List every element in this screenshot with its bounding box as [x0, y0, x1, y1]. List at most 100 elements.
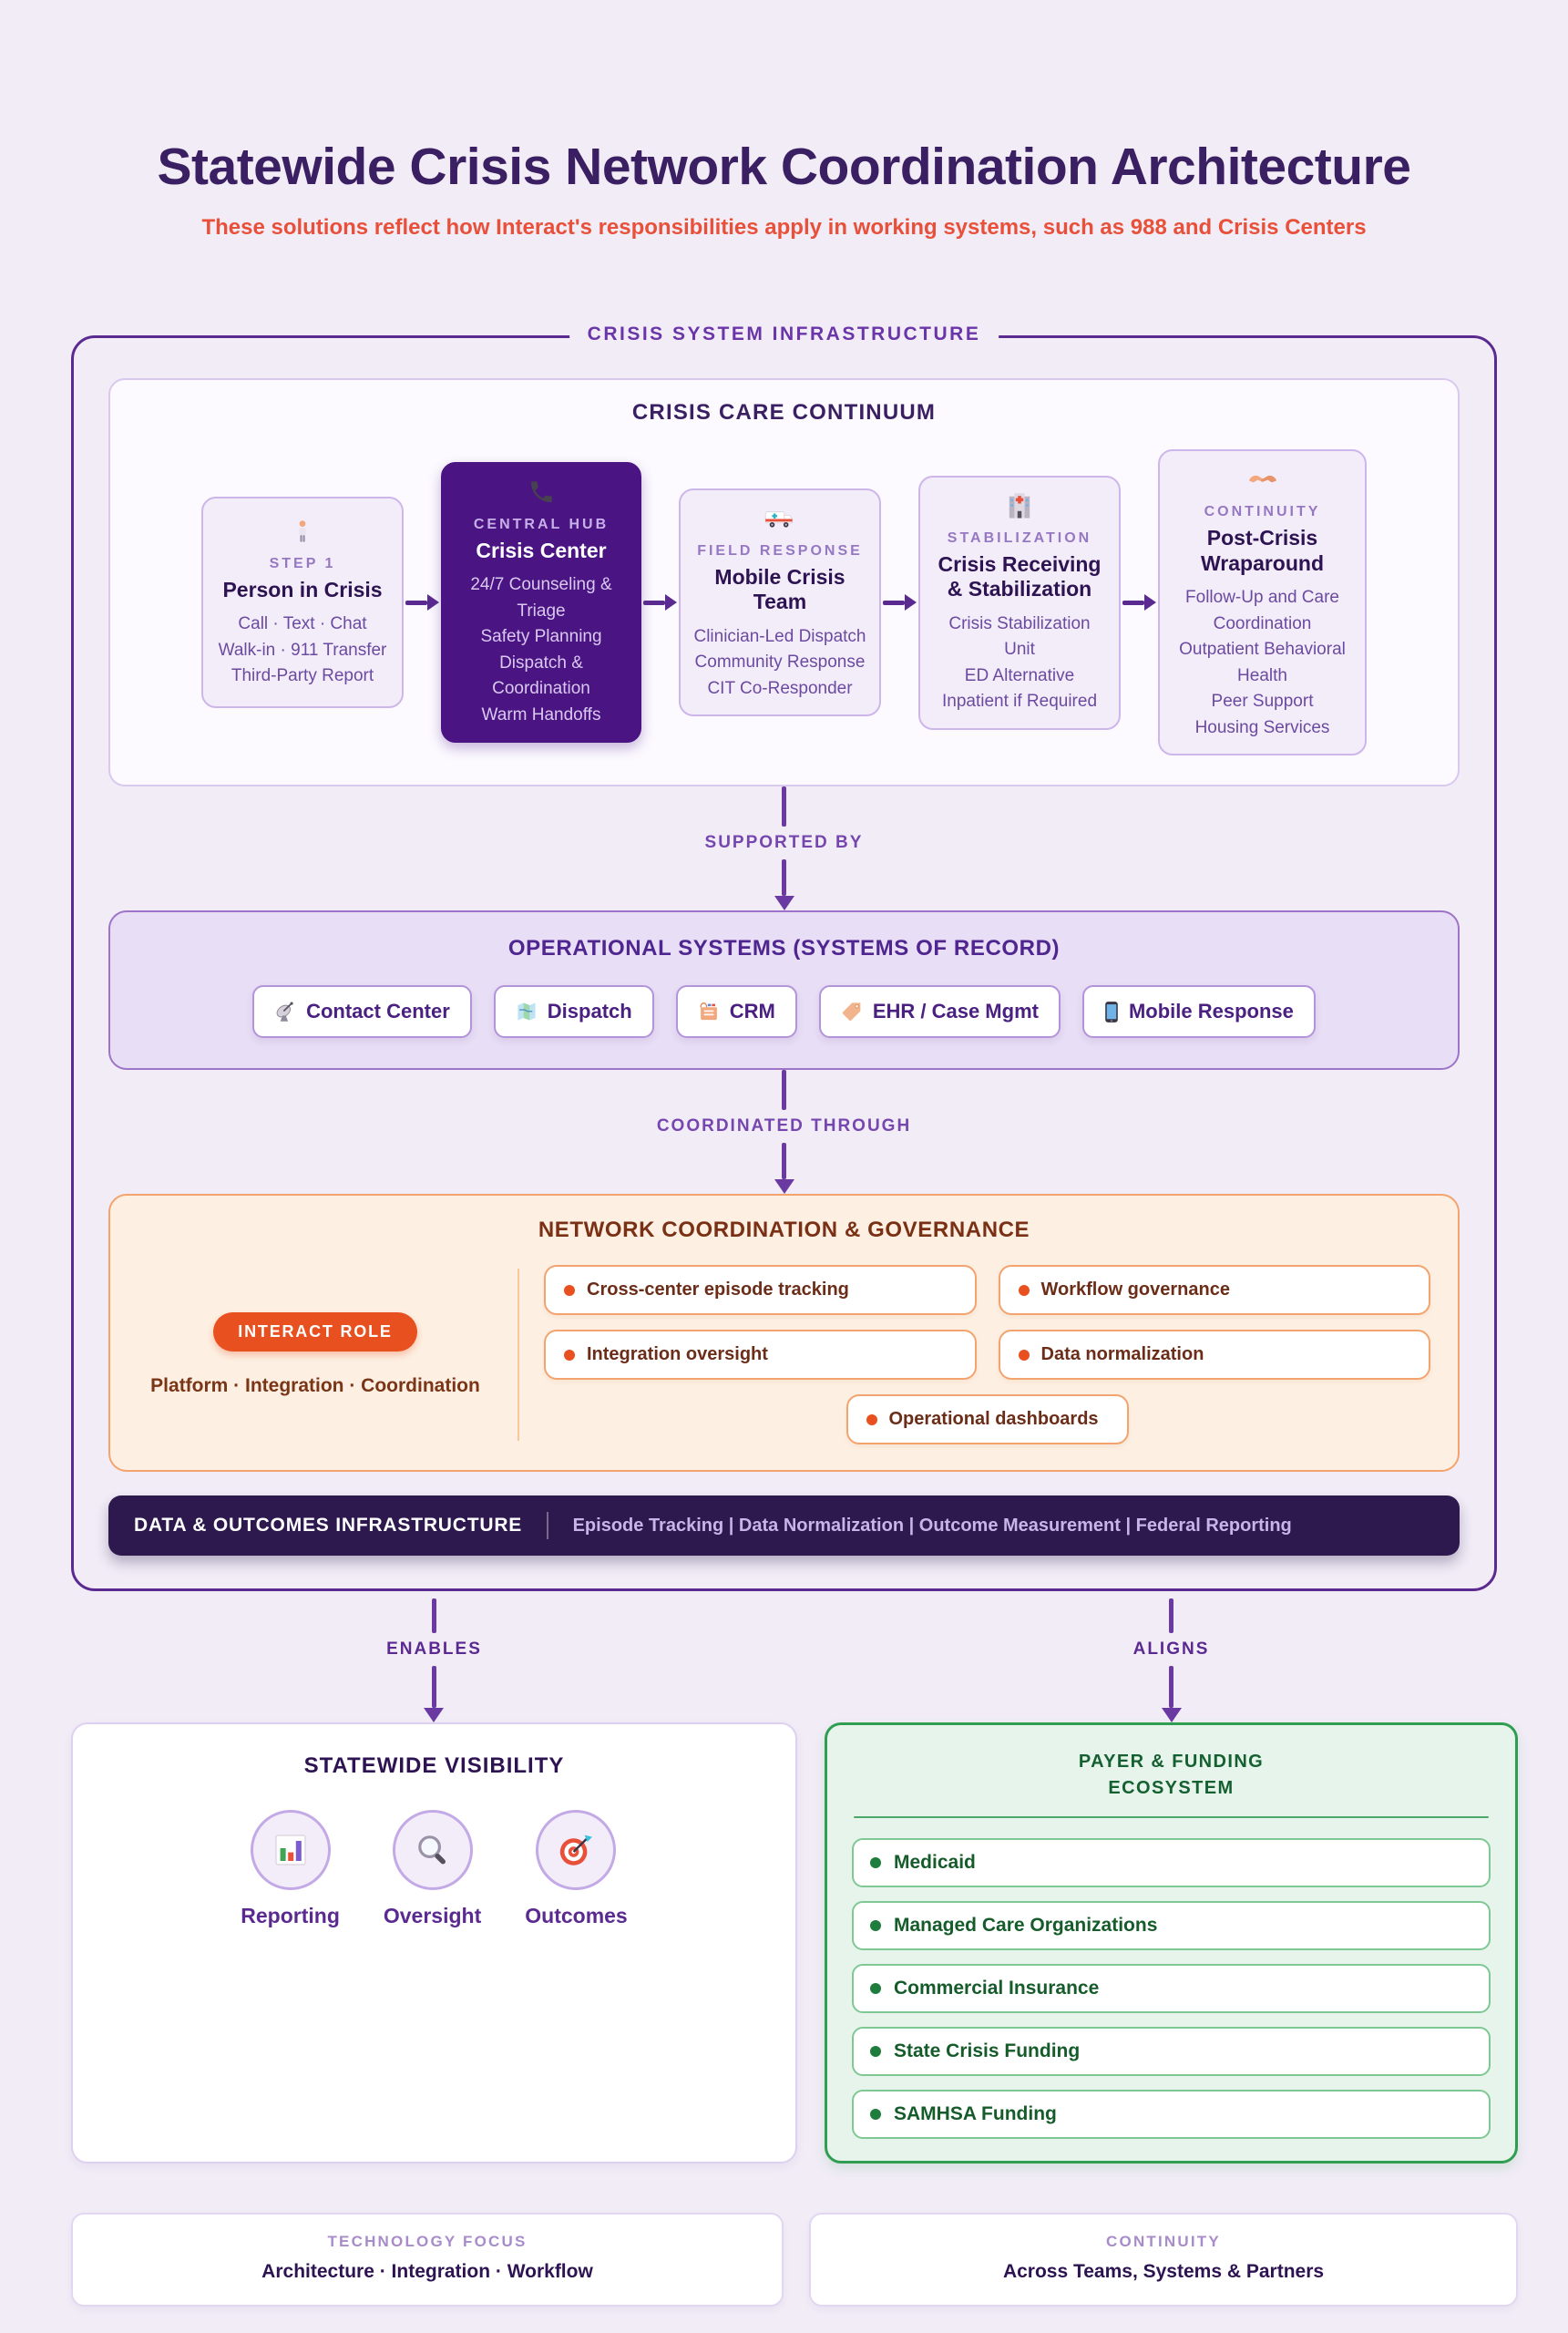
page-title: Statewide Crisis Network Coordination Ar… [157, 138, 1411, 196]
step-title: Crisis Center [476, 538, 607, 562]
step-detail: Community Response [694, 653, 866, 673]
step-detail: Peer Support [1211, 692, 1314, 712]
step-title: Crisis Receiving & Stabilization [938, 551, 1102, 601]
hospital-icon [1007, 490, 1032, 521]
arrow-down-icon [424, 1708, 445, 1723]
governance-function-label: Data normalization [1040, 1344, 1204, 1365]
coordinated-through-connector: COORDINATED THROUGH [74, 1070, 1494, 1195]
bullet-dot-icon [1018, 1284, 1030, 1296]
funding-item-label: State Crisis Funding [894, 2040, 1081, 2062]
lower-panels-row: STATEWIDE VISIBILITY Reporting Oversight [71, 1722, 1518, 2164]
governance-function: Integration oversight [544, 1330, 977, 1381]
system-chip-label: CRM [729, 1000, 775, 1023]
step-detail: Clinician-Led Dispatch [693, 626, 866, 646]
horizontal-divider [854, 1816, 1489, 1819]
step-mobile-crisis-team: FIELD RESPONSE Mobile Crisis Team Clinic… [679, 488, 881, 717]
bullet-dot-icon [870, 2109, 881, 2121]
funding-item-label: Medicaid [894, 1852, 976, 1874]
bullet-dot-icon [1018, 1349, 1030, 1361]
step-kicker: FIELD RESPONSE [697, 542, 863, 559]
system-chip-label: EHR / Case Mgmt [872, 1000, 1039, 1023]
payer-funding-title-line1: PAYER & FUNDING [1078, 1752, 1265, 1773]
icon-circle [250, 1810, 331, 1891]
system-chip-mobile-response: Mobile Response [1081, 985, 1316, 1039]
bullet-dot-icon [866, 1413, 877, 1425]
visibility-item-reporting: Reporting [241, 1810, 340, 1928]
footer-card-kicker: TECHNOLOGY FOCUS [327, 2233, 528, 2251]
governance-function-label: Cross-center episode tracking [587, 1280, 849, 1300]
visibility-item-outcomes: Outcomes [525, 1810, 628, 1928]
network-coordination-governance-panel: NETWORK COORDINATION & GOVERNANCE INTERA… [108, 1194, 1460, 1473]
step-kicker: STEP 1 [269, 555, 336, 571]
bullet-dot-icon [870, 1983, 881, 1995]
enables-label: ENABLES [386, 1639, 482, 1660]
person-icon [291, 516, 314, 547]
statewide-visibility-title: STATEWIDE VISIBILITY [303, 1753, 565, 1779]
system-chip-crm: CRM [675, 985, 797, 1039]
step-crisis-center: CENTRAL HUB Crisis Center 24/7 Counselin… [441, 461, 641, 744]
footer-cards-row: TECHNOLOGY FOCUS Architecture · Integrat… [71, 2213, 1518, 2307]
arrow-line [782, 786, 786, 827]
page-header: Statewide Crisis Network Coordination Ar… [0, 0, 1568, 241]
footer-card-kicker: CONTINUITY [1106, 2233, 1221, 2251]
visibility-item-label: Outcomes [525, 1904, 628, 1928]
arrow-line [1169, 1666, 1173, 1709]
operational-systems-panel: OPERATIONAL SYSTEMS (SYSTEMS OF RECORD) … [108, 910, 1460, 1071]
visibility-item-label: Oversight [383, 1904, 482, 1928]
bullet-dot-icon [564, 1284, 575, 1296]
interact-role-column: INTERACT ROLE Platform · Integration · C… [138, 1265, 493, 1444]
bar-chart-icon [272, 1832, 309, 1868]
mobile-phone-icon [1104, 1001, 1119, 1023]
visibility-item-label: Reporting [241, 1904, 340, 1928]
system-chip-label: Mobile Response [1128, 1000, 1294, 1023]
step-detail: Outpatient Behavioral Health [1179, 640, 1346, 685]
continuum-steps-row: STEP 1 Person in Crisis Call · Text · Ch… [128, 449, 1440, 756]
system-chip-dispatch: Dispatch [493, 985, 654, 1039]
data-outcomes-infrastructure-bar: DATA & OUTCOMES INFRASTRUCTURE Episode T… [108, 1495, 1460, 1557]
continuum-title: CRISIS CARE CONTINUUM [631, 400, 937, 425]
payer-funding-title-line2: ECOSYSTEM [1108, 1778, 1235, 1799]
funding-item: SAMHSA Funding [852, 2090, 1491, 2140]
step-detail: Walk-in · 911 Transfer [218, 640, 387, 660]
governance-function-label: Integration oversight [587, 1344, 768, 1365]
coordinated-through-label: COORDINATED THROUGH [656, 1116, 912, 1136]
arrow-down-icon [1161, 1708, 1182, 1723]
governance-function-label: Operational dashboards [888, 1409, 1099, 1430]
phone-receiver-icon [528, 477, 555, 508]
statewide-visibility-panel: STATEWIDE VISIBILITY Reporting Oversight [71, 1722, 797, 2164]
enables-connector: ENABLES [71, 1598, 797, 1723]
card-index-icon [698, 1001, 720, 1023]
vertical-divider [518, 1269, 519, 1442]
step-person-in-crisis: STEP 1 Person in Crisis Call · Text · Ch… [201, 497, 404, 709]
interact-role-badge: INTERACT ROLE [213, 1312, 417, 1352]
icon-circle [536, 1810, 617, 1891]
magnifying-glass-icon [415, 1832, 451, 1868]
data-outcomes-items: Episode Tracking | Data Normalization | … [572, 1515, 1292, 1536]
bullet-dot-icon [870, 2046, 881, 2058]
supported-by-connector: SUPPORTED BY [74, 786, 1494, 911]
crisis-system-infrastructure-label: CRISIS SYSTEM INFRASTRUCTURE [569, 324, 999, 345]
target-icon [558, 1832, 594, 1868]
funding-item: Commercial Insurance [852, 1964, 1491, 2014]
step-detail: Follow-Up and Care Coordination [1185, 588, 1339, 633]
step-kicker: CENTRAL HUB [473, 516, 610, 532]
governance-function: Cross-center episode tracking [544, 1265, 977, 1316]
step-post-crisis-wraparound: CONTINUITY Post-Crisis Wraparound Follow… [1158, 449, 1367, 756]
governance-function: Operational dashboards [845, 1394, 1129, 1445]
crisis-system-infrastructure-container: CRISIS SYSTEM INFRASTRUCTURE CRISIS CARE… [71, 324, 1497, 1592]
technology-focus-card: TECHNOLOGY FOCUS Architecture · Integrat… [71, 2213, 784, 2307]
bullet-dot-icon [870, 1920, 881, 1932]
system-chip-label: Contact Center [306, 1000, 450, 1023]
step-title: Mobile Crisis Team [714, 564, 845, 614]
step-detail: Dispatch & Coordination [492, 653, 590, 699]
governance-function-label: Workflow governance [1040, 1280, 1230, 1300]
arrow-line [782, 859, 786, 897]
crisis-care-continuum-panel: CRISIS CARE CONTINUUM STEP 1 Person in C… [108, 378, 1460, 787]
step-kicker: CONTINUITY [1204, 504, 1321, 519]
system-chip-contact-center: Contact Center [252, 985, 472, 1039]
arrow-line [431, 1666, 436, 1709]
lower-connectors-row: ENABLES ALIGNS [71, 1598, 1518, 1723]
visibility-items-row: Reporting Oversight Outcomes [91, 1810, 777, 1928]
tag-icon [841, 1001, 863, 1023]
governance-body: INTERACT ROLE Platform · Integration · C… [138, 1265, 1430, 1445]
